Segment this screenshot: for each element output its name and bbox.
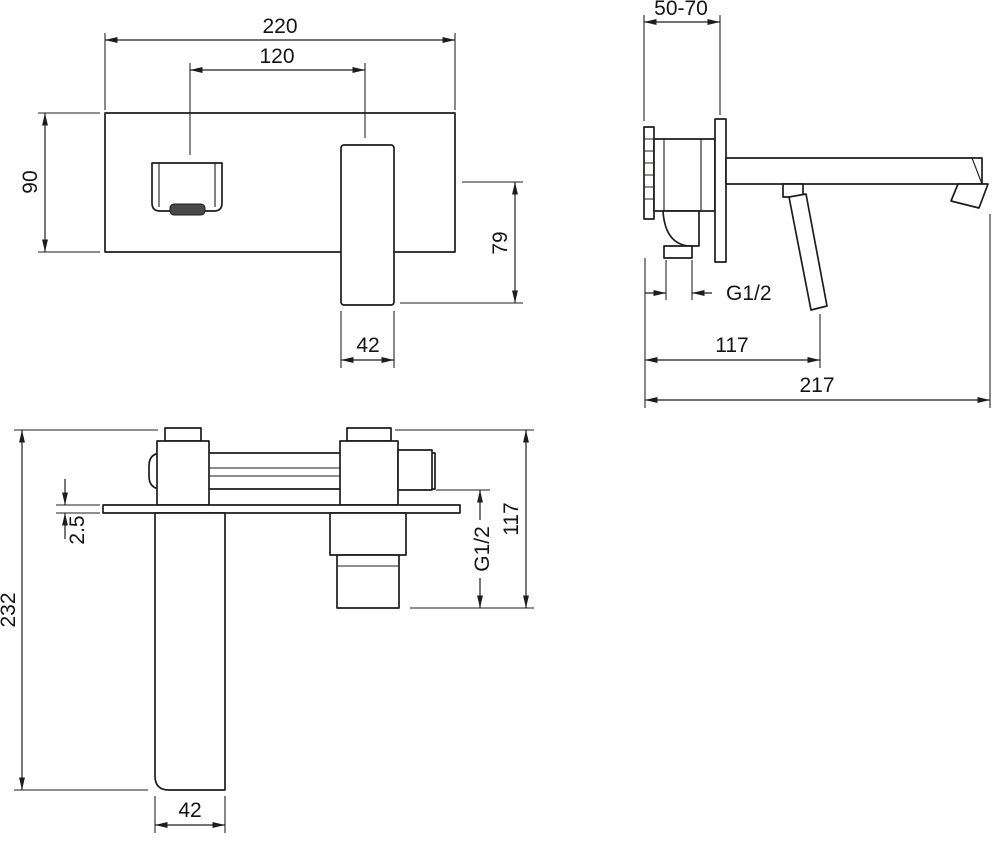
dim-label-thread-side: G1/2 [726, 282, 772, 305]
valve-upper-section [329, 512, 407, 556]
dim-label-plate-height: 90 [19, 170, 42, 193]
spout-aerator-side [950, 183, 989, 209]
section-view-dimensions: 2.5 232 117 G1/2 42 [0, 429, 534, 833]
side-connector-section [397, 449, 433, 491]
section-view: 2.5 232 117 G1/2 42 [0, 427, 534, 833]
outlet-fitting-side [663, 245, 693, 259]
wall-flange-section [102, 504, 461, 514]
aerator-front [169, 203, 206, 216]
mounting-stem-side [643, 126, 655, 220]
handle-front [340, 144, 395, 306]
handle-lever-side [788, 193, 828, 311]
dim-label-concealed-length: 117 [715, 334, 748, 357]
front-view-dimensions: 220 120 90 79 42 [19, 15, 523, 368]
front-view: 220 120 90 79 42 [19, 15, 523, 368]
wall-plate-side [714, 118, 727, 263]
side-view: 50-70 G1/2 117 217 [643, 0, 991, 408]
mounting-tab-right [346, 427, 392, 442]
dim-label-wall-depth: 50-70 [654, 0, 708, 20]
side-view-dimensions: 50-70 G1/2 117 217 [643, 0, 991, 408]
dim-label-upper-height: 117 [500, 502, 523, 535]
dim-label-handle-width: 42 [356, 334, 379, 357]
body-right-section [339, 440, 399, 506]
spout-front [151, 162, 223, 212]
dim-label-plate-width: 220 [262, 15, 297, 38]
spout-tip-edge [971, 157, 983, 185]
dim-label-total-length: 217 [799, 374, 834, 397]
body-left-section [156, 440, 210, 506]
valve-lower-section [336, 554, 400, 609]
spout-side [725, 157, 983, 185]
mounting-tab-left [164, 427, 202, 442]
knurl-texture [644, 138, 654, 200]
dim-label-thread-section: G1/2 [471, 526, 494, 572]
dim-label-outlet-drop: 79 [489, 231, 512, 254]
outlet-elbow-side [662, 210, 700, 247]
spout-section [154, 512, 226, 791]
dim-label-spout-width: 42 [178, 799, 201, 822]
dim-label-spout-spacing: 120 [259, 45, 294, 68]
dim-label-flange-thickness: 2.5 [66, 515, 89, 544]
valve-body-side [653, 138, 716, 212]
dim-label-total-height: 232 [0, 592, 20, 627]
